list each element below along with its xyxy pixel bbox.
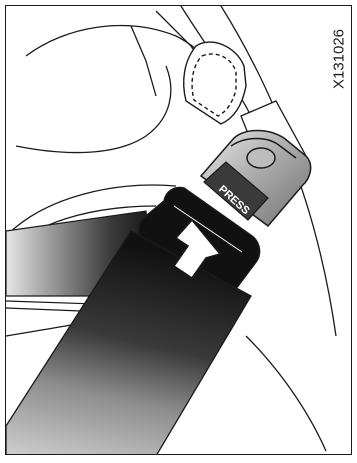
seat-belt-buckle-illustration: PRESS <box>6 6 352 455</box>
figure-code: X131026 <box>331 29 348 89</box>
illustration-frame: PRESS X131026 <box>5 5 352 455</box>
figure-code-container: X131026 <box>329 14 349 104</box>
belt-guide <box>184 42 246 124</box>
